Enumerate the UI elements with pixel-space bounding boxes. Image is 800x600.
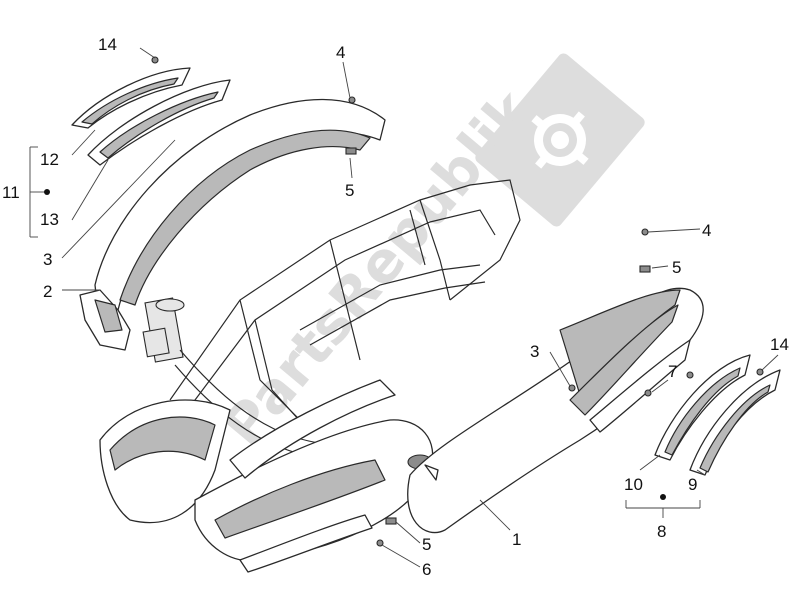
callout-labels: 14 4 12 11 13 5 3 2 4 5 3 7 14 10 9 8 1 … xyxy=(2,35,789,579)
callout-5-right: 5 xyxy=(672,258,681,277)
callout-11: 11 xyxy=(2,183,20,202)
callout-13: 13 xyxy=(40,210,59,229)
callout-14-right: 14 xyxy=(770,335,789,354)
callout-8: 8 xyxy=(657,522,666,541)
callout-1: 1 xyxy=(512,530,521,549)
right-trim-panels xyxy=(654,354,781,476)
gear-icon xyxy=(475,53,645,227)
callout-3-right: 3 xyxy=(530,342,539,361)
callout-4-top: 4 xyxy=(336,43,345,62)
right-side-cover xyxy=(407,287,704,534)
fasteners xyxy=(151,56,764,547)
callout-4-right: 4 xyxy=(702,221,711,240)
callout-14-top: 14 xyxy=(98,35,117,54)
left-side-cover xyxy=(79,98,386,351)
callout-6: 6 xyxy=(422,560,431,579)
callout-12: 12 xyxy=(40,150,59,169)
left-trim-panels xyxy=(71,67,231,166)
callout-10: 10 xyxy=(624,475,643,494)
leader-lines xyxy=(29,47,779,568)
group-dot-11 xyxy=(44,189,50,195)
callout-5-top: 5 xyxy=(345,181,354,200)
callout-7: 7 xyxy=(668,362,677,381)
callout-3-left: 3 xyxy=(43,250,52,269)
callout-9: 9 xyxy=(688,475,697,494)
group-dot-8 xyxy=(660,494,666,500)
callout-2: 2 xyxy=(43,282,52,301)
front-shield xyxy=(99,379,434,573)
callout-5-bottom: 5 xyxy=(422,535,431,554)
